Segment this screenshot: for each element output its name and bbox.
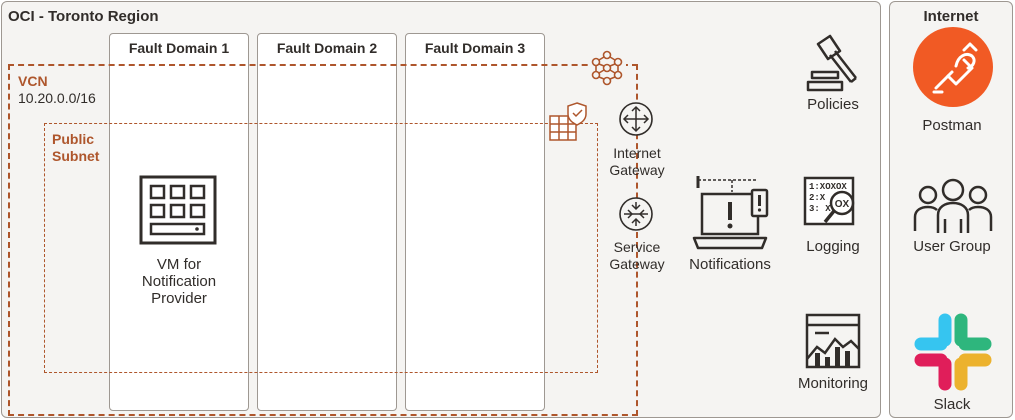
notifications-icon	[692, 172, 772, 252]
internet-title: Internet	[923, 8, 979, 25]
postman-label: Postman	[922, 117, 982, 134]
logging-icon: 1:XOXOX 2:X 3: X OX	[803, 176, 859, 230]
internet-gateway-label-line1: Internet	[613, 145, 661, 161]
vm-label-line3: Provider	[151, 290, 207, 307]
public-subnet-boundary	[44, 123, 598, 373]
fault-domain-3-label: Fault Domain 3	[424, 40, 526, 56]
fault-domain-1-label: Fault Domain 1	[128, 40, 230, 56]
monitoring-icon	[805, 313, 861, 369]
user-group-label: User Group	[913, 238, 991, 255]
internet-gateway-label-line2: Gateway	[609, 162, 665, 178]
user-group-icon	[913, 177, 993, 233]
logging-icon-badge: OX	[835, 199, 850, 210]
fault-domain-2: Fault Domain 2	[257, 33, 397, 411]
service-gateway-label-line2: Gateway	[609, 256, 665, 272]
vcn-boundary	[8, 64, 638, 416]
logging-icon-text-top: 1:XOXOX	[809, 182, 847, 192]
fault-domain-2-label: Fault Domain 2	[276, 40, 378, 56]
postman-icon	[912, 26, 994, 108]
region-title: OCI - Toronto Region	[8, 8, 159, 25]
vm-label-line2: Notification	[141, 273, 217, 290]
logging-icon-text-mid: 2:X	[809, 193, 826, 203]
policies-icon	[806, 34, 862, 92]
slack-label: Slack	[933, 396, 971, 413]
monitoring-label: Monitoring	[797, 375, 869, 392]
notifications-label: Notifications	[689, 256, 771, 273]
slack-icon	[912, 311, 994, 393]
fault-domain-3: Fault Domain 3	[405, 33, 545, 411]
logging-label: Logging	[806, 238, 860, 255]
drg-icon	[588, 50, 626, 86]
fault-domain-1: Fault Domain 1	[109, 33, 249, 411]
internet-gateway-icon	[618, 101, 654, 137]
policies-label: Policies	[807, 96, 859, 113]
vcn-cidr: 10.20.0.0/16	[18, 90, 96, 106]
vcn-label: VCN	[18, 73, 48, 89]
subnet-label-line2: Subnet	[52, 148, 100, 164]
security-list-icon	[548, 100, 590, 142]
subnet-label-line1: Public	[52, 131, 95, 147]
service-gateway-icon	[618, 196, 654, 232]
service-gateway-label-line1: Service	[613, 239, 661, 255]
vm-icon	[139, 175, 217, 245]
logging-icon-text-bot: 3: X	[809, 204, 831, 214]
vm-label-line1: VM for	[156, 256, 202, 273]
